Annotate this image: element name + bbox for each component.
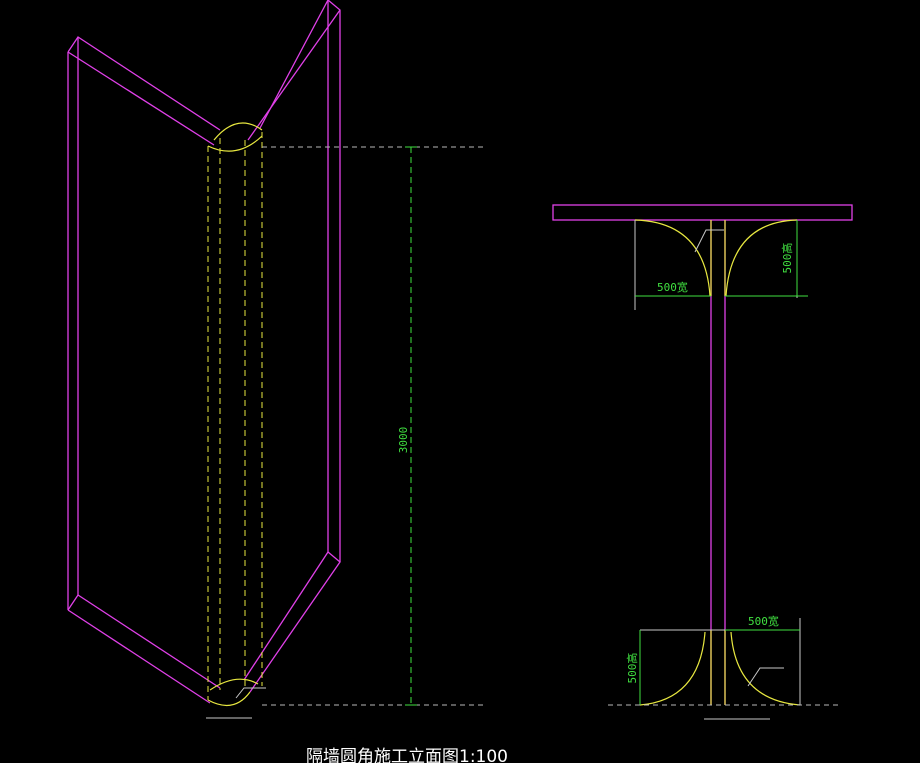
bottom-width-label: 500宽: [748, 614, 779, 628]
leader-note-bottom-left: [235, 687, 266, 699]
fillet-top-arc-lower: [207, 135, 263, 152]
top-fillet-left-arc: [634, 219, 711, 297]
top-leader-note: [694, 229, 724, 253]
isometric-wall-view: 3000: [67, 0, 486, 719]
top-height-label: 500高: [780, 243, 794, 274]
fillet-bottom-arc-upper: [209, 678, 259, 691]
left-panel-bottom-inner: [67, 609, 211, 704]
left-panel-outline: [67, 36, 221, 131]
dimension-label-3000: 3000: [397, 427, 410, 454]
bottom-fillet-right-arc: [730, 631, 801, 706]
left-panel-bottom: [67, 594, 221, 689]
top-slab: [552, 204, 853, 221]
top-width-label: 500宽: [657, 280, 688, 294]
bottom-fillet-left-arc: [639, 631, 706, 706]
right-panel-bottom-inner: [243, 551, 329, 681]
drawing-title: 隔墙圆角施工立面图1:100: [306, 747, 508, 763]
fillet-bottom-arc-lower: [207, 691, 251, 707]
bottom-leader-note: [747, 667, 784, 687]
right-panel-outline: [259, 0, 341, 562]
top-fillet-right-arc: [725, 219, 798, 297]
elevation-view: 500宽 500高 500宽 500高: [552, 204, 853, 720]
bottom-height-label: 500高: [625, 653, 639, 684]
right-panel-inner-top: [247, 9, 341, 141]
left-panel-inner-top: [67, 51, 215, 146]
right-panel-bottom: [249, 551, 341, 693]
fillet-top-arc-upper: [213, 122, 263, 141]
